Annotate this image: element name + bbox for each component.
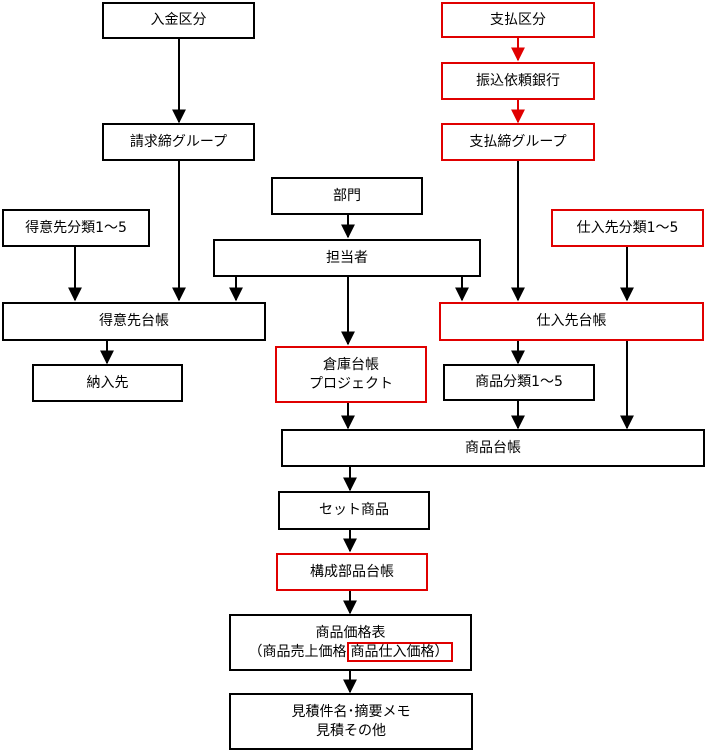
- node-label: 部門: [333, 187, 361, 204]
- node-label: 請求締グループ: [129, 133, 228, 150]
- label-uriage-kakaku: （商品売上価格: [248, 643, 347, 660]
- node-nonyusaki: 納入先: [32, 364, 183, 402]
- node-label: 納入先: [86, 374, 129, 391]
- node-label: 得意先分類1～5: [25, 219, 127, 236]
- node-label: 仕入先分類1～5: [576, 219, 679, 236]
- node-shiiresaki-bunrui: 仕入先分類1～5: [551, 209, 704, 247]
- node-shohin-kakaku-hyo: 商品価格表 （商品売上価格商品仕入価格）: [229, 614, 472, 671]
- node-shohin-bunrui: 商品分類1～5: [443, 364, 595, 401]
- node-label: 得意先台帳: [99, 313, 169, 329]
- node-kousei-buhin-daicho: 構成部品台帳: [276, 553, 428, 591]
- node-tokuisaki-daicho: 得意先台帳: [2, 302, 266, 341]
- price-type-line: （商品売上価格商品仕入価格）: [248, 641, 453, 662]
- node-label: 支払区分: [490, 11, 546, 28]
- node-souko-project: 倉庫台帳 プロジェクト: [275, 346, 427, 403]
- node-label: 構成部品台帳: [310, 563, 394, 580]
- node-tantousha: 担当者: [213, 239, 481, 277]
- node-shohin-daicho: 商品台帳: [281, 429, 705, 467]
- node-label-mitsumori-kenmei: 見積件名･摘要メモ: [291, 703, 411, 720]
- node-label: 振込依頼銀行: [476, 72, 560, 89]
- node-bumon: 部門: [271, 177, 423, 215]
- node-shiiresaki-daicho: 仕入先台帳: [439, 302, 704, 341]
- node-label: 商品台帳: [465, 439, 521, 456]
- node-label-project: プロジェクト: [309, 375, 393, 392]
- node-label-kakaku-hyo: 商品価格表: [315, 624, 386, 641]
- node-shiharai-kubun: 支払区分: [441, 2, 595, 38]
- node-mitsumori: 見積件名･摘要メモ 見積その他: [229, 693, 473, 750]
- node-set-shohin: セット商品: [278, 491, 430, 530]
- node-nyukin-kubun: 入金区分: [102, 2, 255, 39]
- node-label: 仕入先台帳: [536, 313, 607, 329]
- node-label-souko: 倉庫台帳: [323, 356, 379, 373]
- node-label: セット商品: [319, 502, 389, 518]
- node-tokuisaki-bunrui: 得意先分類1～5: [2, 209, 150, 247]
- node-label: 支払締グループ: [469, 133, 567, 150]
- node-label: 商品分類1～5: [475, 374, 563, 390]
- node-furikomi-irai-ginko: 振込依頼銀行: [441, 62, 595, 100]
- node-label-mitsumori-sonota: 見積その他: [316, 722, 386, 739]
- node-label: 入金区分: [150, 12, 207, 28]
- node-shiharai-shime-group: 支払締グループ: [441, 123, 595, 161]
- node-seikyu-shime-group: 請求締グループ: [102, 123, 255, 161]
- node-label: 担当者: [326, 249, 368, 266]
- label-shiire-kakaku: 商品仕入価格）: [346, 641, 453, 662]
